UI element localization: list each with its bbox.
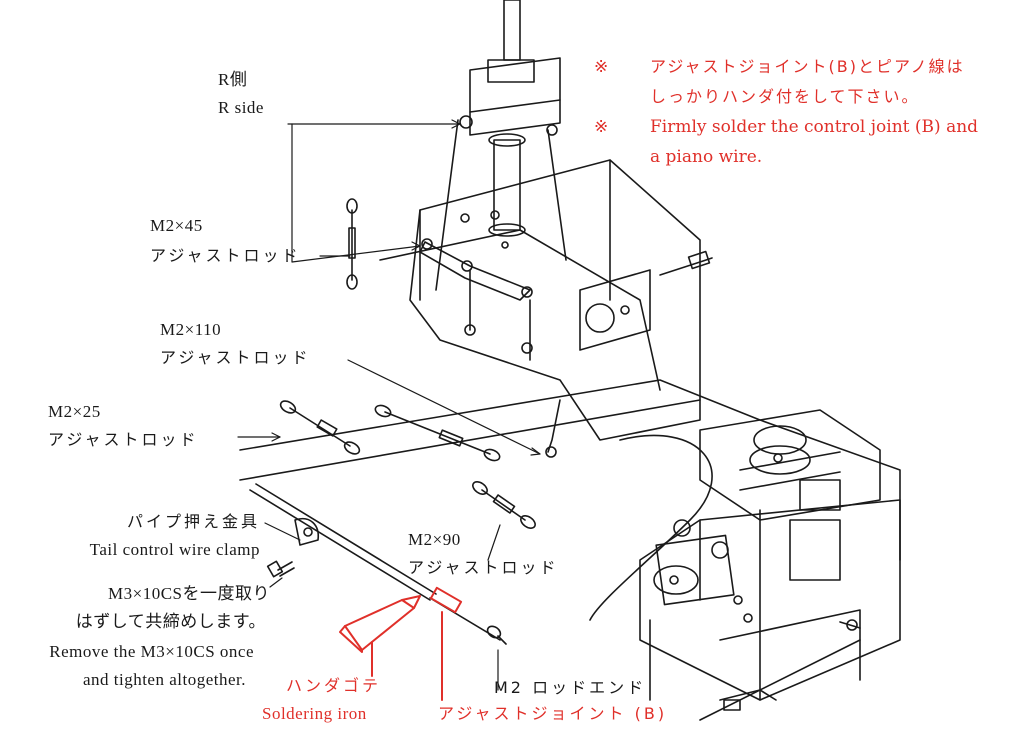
note-en-line-2: a piano wire. [650,147,763,167]
swash-links [435,119,567,291]
m2x25-name-label: アジャストロッド [48,430,199,449]
rod-m2x90 [472,481,536,529]
rod-m2x110 [374,404,501,462]
reference-mark: ※ [594,57,609,77]
main-shaft [459,0,561,237]
lower-frame [239,379,901,721]
soldering-iron-label-en: Soldering iron [262,704,367,723]
m2x110-name-label: アジャストロッド [160,348,311,367]
m3-screw-label-jp-2: はずして共締めします。 [75,612,266,631]
instruction-note: ※ アジャストジョイント(B)とピアノ線は しっかりハンダ付をして下さい。 ※ … [594,52,1034,172]
m2x25-size-label: M2×25 [48,402,101,421]
wire-clamp-label-jp: パイプ押え金具 [126,512,260,531]
rod-end-label: M2 ロッドエンド [494,678,647,697]
note-jp-line-1: アジャストジョイント(B)とピアノ線は [650,57,965,76]
m3-screw-label-en-1: Remove the M3×10CS once [49,642,254,661]
m2x110-size-label: M2×110 [160,320,222,339]
adjust-joint-label: アジャストジョイント (B) [438,704,668,723]
main-frame [379,159,701,441]
clamp-screw [266,560,295,578]
m2x45-name-label: アジャストロッド [150,246,301,265]
soldering-iron [339,595,421,677]
rod-end-m2 [486,625,507,645]
servo-upper [699,409,881,521]
r-side-label-jp: R側 [218,70,248,89]
wire-clamp-label-en: Tail control wire clamp [89,540,260,559]
frame-screws [719,619,861,711]
m2x90-name-label: アジャストロッド [408,558,559,577]
reference-mark-2: ※ [594,117,609,137]
soldering-iron-label-jp: ハンダゴテ [286,676,382,695]
adjust-joint-b [429,586,463,701]
side-bolt [659,257,713,276]
m2x45-size-label: M2×45 [150,216,203,235]
servo-lower [653,534,735,606]
m3-screw-label-en-2: and tighten altogether. [82,670,246,689]
note-jp-line-2: しっかりハンダ付をして下さい。 [650,87,920,106]
note-en-line-1: Firmly solder the control joint (B) and [650,117,979,137]
m3-screw-label-jp-1: M3×10CSを一度取り [108,584,270,603]
r-side-label-en: R side [218,98,264,117]
rod-m2x25 [279,400,361,455]
wire-clamp [294,518,320,546]
leader-lines [237,119,541,691]
bellcranks [419,238,561,458]
m2x90-size-label: M2×90 [408,530,461,549]
rod-m2x45 [346,198,358,290]
